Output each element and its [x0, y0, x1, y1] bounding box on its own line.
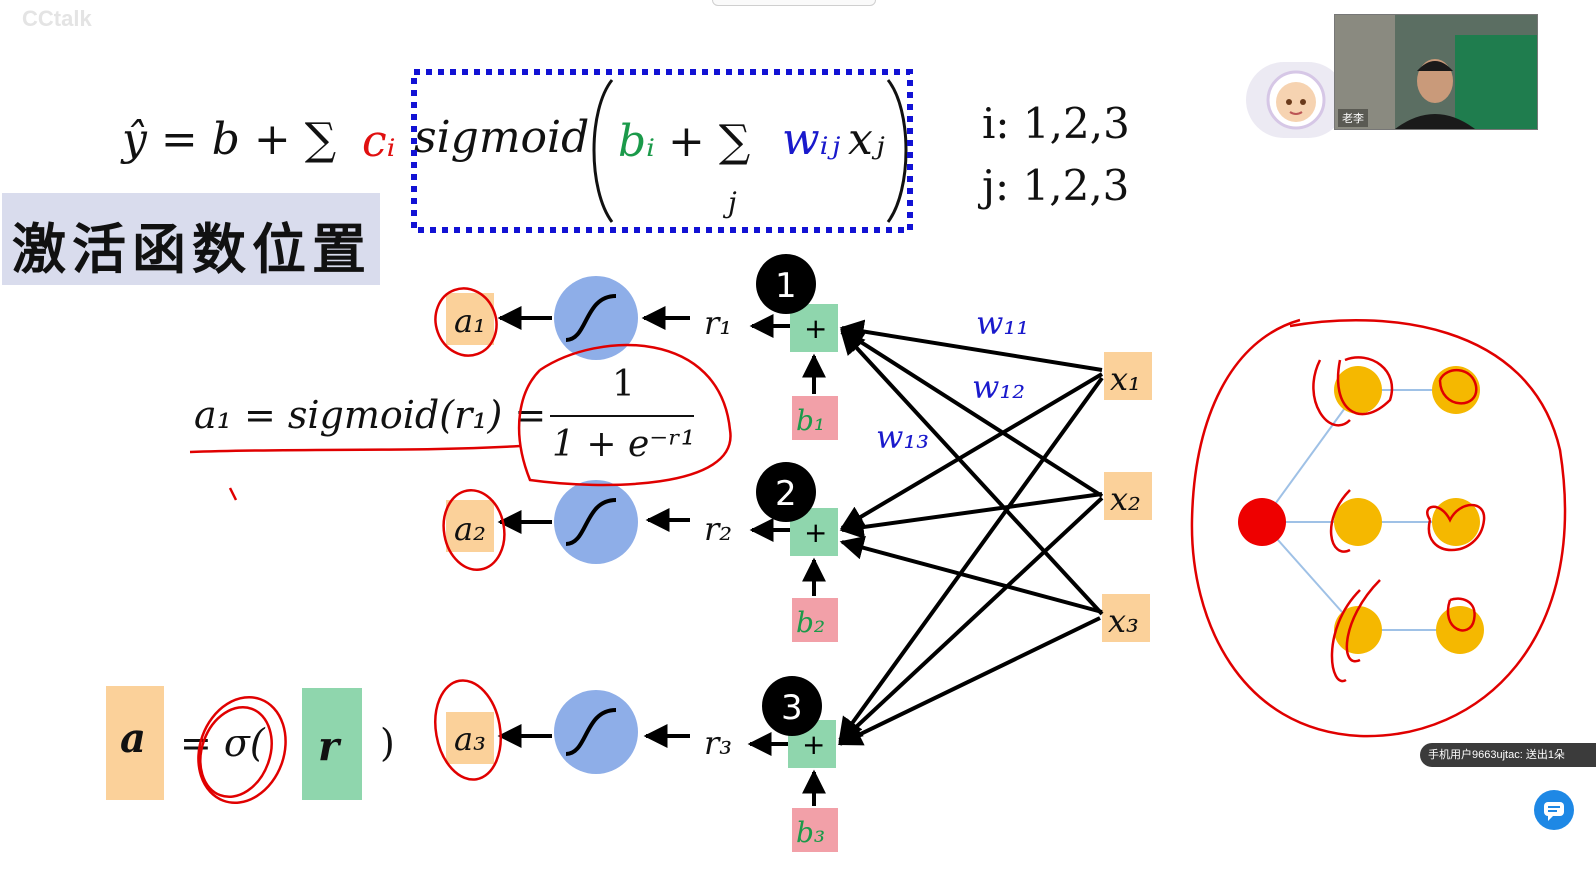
webcam-video[interactable] — [1334, 14, 1538, 130]
sigmoid-formula-den: 1 + e⁻ʳ¹ — [552, 424, 695, 465]
avatar-icon — [1266, 70, 1326, 130]
x2-label: x₂ — [1110, 480, 1141, 518]
avatar-pill[interactable] — [1246, 62, 1346, 138]
sigmoid-node-3 — [554, 690, 638, 774]
eq-yhat: ŷ = b + ∑ — [120, 114, 336, 165]
x3-label: x₃ — [1108, 602, 1139, 640]
a2-box — [446, 500, 494, 552]
eq-paren-left — [592, 79, 614, 223]
neuron-1: a₁ r₁ + 1 b₁ — [446, 254, 838, 440]
neuron-number-2: 2 — [775, 474, 797, 514]
a2-label: a₂ — [454, 510, 486, 548]
r3-label: r₃ — [704, 724, 732, 762]
mini-input-node — [1238, 498, 1286, 546]
app-watermark: CCtalk — [22, 6, 92, 31]
neuron-badge-2 — [756, 462, 816, 522]
r2-label: r₂ — [704, 510, 732, 548]
weight-connections — [837, 319, 1104, 746]
eq-bi: bᵢ — [618, 116, 655, 167]
a3-box — [446, 712, 494, 764]
sum-box-1 — [790, 304, 838, 352]
eq-ci: cᵢ — [362, 116, 396, 167]
w11-label: w₁₁ — [976, 304, 1029, 342]
vector-eq-sigma: = σ( — [180, 721, 266, 765]
neuron-badge-3 — [762, 676, 822, 736]
main-equation: ŷ = b + ∑ cᵢ sigmoid bᵢ + ∑ j wᵢⱼ xⱼ — [120, 79, 908, 223]
neuron-number-1: 1 — [775, 266, 797, 306]
vector-a-box — [106, 686, 164, 800]
sigmoid-curve-2 — [565, 498, 617, 546]
sigmoid-node-2 — [554, 480, 638, 564]
r1-label: r₁ — [704, 304, 732, 342]
sum-plus-1: + — [804, 312, 827, 345]
webcam-name: 老李 — [1338, 109, 1368, 127]
neuron-number-3: 3 — [781, 688, 803, 728]
b3-label: b₃ — [796, 816, 825, 849]
mini-hidden-node-1 — [1334, 366, 1382, 414]
neuron-badge-1 — [756, 254, 816, 314]
gift-toast: 手机用户9663ujtac: 送出1朵 — [1420, 743, 1596, 767]
eq-xj: xⱼ — [848, 114, 885, 165]
sigmoid-curve-3 — [565, 708, 617, 756]
index-j-label: j: 1,2,3 — [977, 161, 1129, 210]
chat-bubble-icon — [1544, 802, 1564, 821]
vector-a-label: a — [120, 715, 146, 762]
slide-title: 激活函数位置 — [12, 218, 372, 281]
w12-label: w₁₂ — [972, 368, 1025, 406]
x3-box — [1102, 594, 1150, 642]
eq-sub-j: j — [722, 186, 737, 219]
chat-button[interactable] — [1534, 790, 1574, 830]
eq-paren-right — [886, 79, 908, 223]
vector-r-label: r — [318, 723, 342, 770]
title-band — [2, 193, 380, 285]
neuron-3: a₃ r₃ + 3 b₃ — [446, 676, 838, 852]
neuron-2: a₂ r₂ + 2 b₂ — [446, 462, 838, 642]
x1-box — [1104, 352, 1152, 400]
dashed-highlight-box — [411, 69, 913, 233]
x2-box — [1104, 472, 1152, 520]
mini-hidden-node-2 — [1334, 498, 1382, 546]
eq-wij: wᵢⱼ — [782, 114, 841, 165]
inputs: x₁ x₂ x₃ — [1102, 352, 1152, 642]
x1-label: x₁ — [1110, 360, 1141, 398]
a3-label: a₃ — [454, 720, 486, 758]
sigmoid-formula-num: 1 — [612, 364, 635, 405]
sigmoid-curve-1 — [565, 294, 617, 342]
red-annotations — [189, 287, 1567, 804]
vector-eq-close: ) — [380, 721, 395, 765]
w13-label: w₁₃ — [876, 418, 929, 456]
webcam-feed — [1335, 15, 1537, 129]
mini-hidden-node-3 — [1334, 606, 1382, 654]
a1-box — [446, 293, 494, 345]
index-i-label: i: 1,2,3 — [982, 99, 1130, 148]
a1-label: a₁ — [454, 302, 486, 340]
mini-out-node-1 — [1432, 366, 1480, 414]
sum-plus-3: + — [802, 728, 825, 761]
sum-plus-2: + — [804, 516, 827, 549]
sigmoid-formula-lhs: a₁ = sigmoid(r₁) = — [194, 393, 546, 437]
b1-label: b₁ — [796, 404, 825, 437]
b1-box — [792, 396, 838, 440]
eq-plus-sum: + ∑ — [668, 116, 750, 167]
b2-label: b₂ — [796, 606, 825, 639]
b3-box — [792, 808, 838, 852]
vector-r-box — [302, 688, 362, 800]
eq-sigmoid: sigmoid — [414, 112, 589, 163]
b2-box — [792, 598, 838, 642]
